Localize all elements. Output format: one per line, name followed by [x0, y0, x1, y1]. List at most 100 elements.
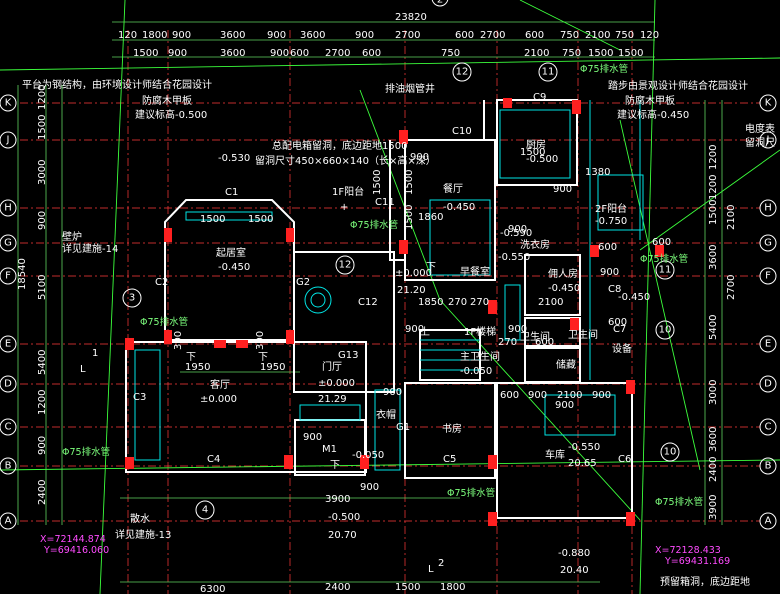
room-living-up-level: -0.450: [218, 262, 250, 273]
room-ext-level-4: -0.880: [558, 548, 590, 559]
note-footpath: 踏步由景观设计师结合花园设计: [608, 79, 748, 92]
dim-bottom-9: 900: [528, 390, 547, 401]
dim-misc-11: 600: [598, 242, 617, 253]
axis-bubble-mid-4: 4: [195, 500, 215, 520]
tag-c1: C1: [225, 187, 238, 198]
axis-bubble-left-j: J: [0, 131, 17, 149]
note-apron-ref: 详见建施-13: [115, 528, 171, 541]
dim-misc-7: 900: [553, 184, 572, 195]
room-salon: 客厅: [210, 378, 230, 391]
down-label-2: 下: [258, 352, 268, 363]
drain-label-5: Φ75排水管: [140, 316, 188, 328]
note-terrace: 平台为钢结构，由环境设计师结合花园设计: [22, 78, 212, 91]
room-dining: 餐厅: [443, 182, 463, 195]
axis-bubble-top-12: 12: [452, 62, 472, 82]
note-power-box: 总配电箱留洞，底边距地1500: [272, 139, 407, 152]
dim-misc-28: 2100: [538, 297, 563, 308]
dim-top-2: 1800: [142, 30, 167, 41]
room-entry-level: -0.050: [352, 450, 384, 461]
dim-left-1: 2400: [37, 480, 48, 505]
axis-bubble-right-d: D: [759, 375, 777, 393]
dim-top-1: 120: [118, 30, 137, 41]
dim-bottom-1: 6300: [200, 584, 225, 594]
opening-tags: C1 C2 C3 C4 C5 C6 C7 C8 C9 C10 C11 C12 G…: [80, 92, 631, 575]
dim-misc-20: 900: [303, 432, 322, 443]
dim-left-7: 3000: [37, 160, 48, 185]
dim-misc-1: 1500: [200, 214, 225, 225]
tag-c9: C9: [533, 92, 546, 103]
room-kitchen-level: -0.500: [526, 154, 558, 165]
note-coord-left-y: Y=69416.060: [43, 545, 109, 556]
axis-bubble-top-2: 2: [431, 0, 449, 7]
dim-misc-15: 1850: [418, 297, 443, 308]
svg-text:B: B: [765, 461, 772, 472]
room-ext-level-3: -0.500: [328, 512, 360, 523]
building-walls: [125, 99, 633, 519]
room-ext-level-3-h: 20.70: [328, 530, 357, 541]
svg-text:E: E: [5, 339, 11, 350]
dim-misc-5: 1500: [372, 170, 383, 195]
tag-c7: C7: [613, 324, 626, 335]
dim-misc-26: 300: [173, 331, 184, 350]
dim-top2-6: 2700: [325, 48, 350, 59]
note-deck-left: 防腐木甲板: [142, 94, 192, 107]
tag-c6: C6: [618, 454, 631, 465]
dim-bottom-5: 1800: [440, 582, 465, 593]
tag-m1: M1: [322, 444, 337, 455]
svg-text:11: 11: [542, 67, 555, 78]
dim-misc-19: 900: [360, 482, 379, 493]
dim-top2-8: 750: [441, 48, 460, 59]
room-hall-level: ±0.000: [318, 378, 355, 389]
dim-bottom-10: 2100: [557, 390, 582, 401]
axis-bubble-mid-12: 12: [335, 255, 355, 275]
dim-right-1: 3900: [708, 495, 719, 520]
dim-top2-3: 3600: [220, 48, 245, 59]
dim-misc-13: 1500: [520, 147, 545, 158]
dim-bottom-2: 3900: [325, 494, 350, 505]
room-garden-level: -0.750: [595, 216, 627, 227]
room-garage: 车库: [545, 448, 565, 461]
dim-misc-29: 900: [600, 267, 619, 278]
dim-misc-21: 900: [383, 387, 402, 398]
axis-bubble-left-e: E: [0, 335, 17, 353]
dim-misc-22: 270: [498, 337, 517, 348]
interior-lines: [134, 100, 644, 471]
dim-right-4: 3000: [708, 380, 719, 405]
svg-text:B: B: [5, 461, 12, 472]
dim-right-10: 2700: [726, 275, 737, 300]
svg-text:K: K: [5, 98, 12, 109]
room-dining-level: -0.450: [443, 202, 475, 213]
dim-top2-10: 750: [562, 48, 581, 59]
svg-text:F: F: [765, 271, 771, 282]
dim-misc-9: 900: [508, 224, 527, 235]
drain-label-4: Φ75排水管: [655, 496, 703, 508]
dim-right-6: 3600: [708, 245, 719, 270]
dim-top-9: 600: [455, 30, 474, 41]
dim-bottom-4: 1500: [395, 582, 420, 593]
room-garage-h: 20.65: [568, 458, 597, 469]
dim-top-14: 750: [615, 30, 634, 41]
dim-top-7: 900: [355, 30, 374, 41]
axis-bubble-right-b: B: [759, 457, 777, 475]
axis-bubble-right-k: K: [759, 94, 777, 112]
dim-top-13: 2100: [585, 30, 610, 41]
svg-text:12: 12: [456, 67, 469, 78]
dim-misc-3: 1500: [404, 170, 415, 195]
tag-c3: C3: [133, 392, 146, 403]
dim-top-6: 3600: [300, 30, 325, 41]
svg-text:2: 2: [437, 0, 443, 6]
dim-left-5: 5100: [37, 275, 48, 300]
axis-bubble-right-a: A: [759, 512, 777, 530]
svg-text:A: A: [765, 516, 772, 527]
room-servant: 佣人房: [548, 267, 578, 280]
note-vent: 排油烟管井: [385, 82, 435, 95]
dim-top2-11: 1500: [588, 48, 613, 59]
drain-label-6: Φ75排水管: [580, 63, 628, 75]
axis-bubble-right-f: F: [759, 267, 777, 285]
dim-top-12: 750: [560, 30, 579, 41]
dim-misc-23: 600: [608, 317, 627, 328]
svg-text:10: 10: [659, 325, 672, 336]
dim-top-8: 2700: [395, 30, 420, 41]
axis-bubble-left-d: D: [0, 375, 17, 393]
note-coord-right-x: X=72128.433: [655, 545, 721, 556]
